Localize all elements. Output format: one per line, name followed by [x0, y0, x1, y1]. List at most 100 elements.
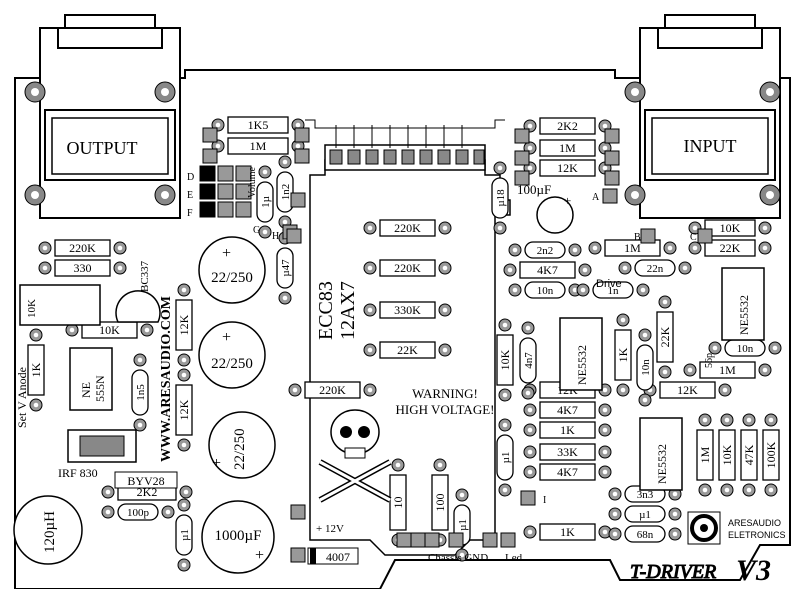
d4007-label: 4007	[326, 550, 350, 564]
pad-5	[604, 128, 620, 144]
aresaudio-logo: ARESAUDIO ELETRONICS	[687, 511, 786, 545]
output-jack: OUTPUT	[24, 14, 181, 219]
r-220k-left-label: 220K	[69, 241, 96, 255]
r-12k-a-label: 12K	[177, 314, 191, 335]
c-1u-top: 1µ	[256, 165, 274, 239]
pad-6	[514, 150, 530, 166]
r-330k-label: 330K	[394, 303, 421, 317]
c-68n: 68n	[608, 525, 682, 543]
volume-pad-1-1	[217, 183, 234, 200]
skull-crossbones-icon	[318, 409, 392, 503]
drive-label: Drive	[596, 278, 622, 290]
c-1n5-label: 1n5	[135, 384, 147, 401]
r-4k7-rb: 4K7	[503, 261, 592, 279]
c-2n2-label: 2n2	[537, 245, 554, 257]
pad-22	[520, 490, 536, 506]
tube-name: ECC83	[315, 281, 337, 340]
r-1m-rc: 1M	[683, 361, 772, 379]
svg-text:+: +	[212, 455, 221, 472]
r-12k-a: 12K	[175, 283, 193, 367]
cap-56p-label: 56p	[704, 353, 715, 368]
r-1k-bottom: 1K	[523, 523, 612, 541]
c-u1-c-label: µ1	[179, 529, 191, 541]
r-220k-t2-label: 220K	[394, 261, 421, 275]
pad-d-label: D	[187, 172, 194, 183]
svg-text:+: +	[222, 245, 231, 262]
r-330-left-label: 330	[74, 261, 92, 275]
board-title: T-DRIVER	[630, 561, 716, 583]
r-22k-v-label: 22K	[658, 326, 672, 347]
pad-11	[602, 188, 618, 204]
r-4k7-rd-label: 4K7	[557, 465, 578, 479]
brand-line-2: ELETRONICS	[728, 530, 786, 540]
r-1k-left: 1K	[27, 328, 45, 412]
r-10k-mid: 10K	[65, 321, 154, 339]
cap-22-250-3: 22/250	[232, 428, 248, 470]
r-1k-rc: 1K	[523, 421, 612, 439]
volume-pad-2-0	[199, 201, 216, 218]
volume-pad-0-2	[235, 165, 252, 182]
c-22n-label: 22n	[647, 263, 664, 275]
c-u1-d-label: µ1	[639, 509, 651, 521]
r-33k: 33K	[523, 443, 612, 461]
pad-f-label: F	[187, 208, 193, 219]
ic-ne5532-a: NE5532	[559, 317, 603, 391]
cap-1000uf: 1000µF	[215, 528, 262, 544]
set-v-anode-label: Set V Anode	[15, 367, 29, 428]
r-1k5: 1K5	[211, 116, 305, 134]
ne5532-a-label: NE5532	[575, 345, 589, 385]
brand-line-1: ARESAUDIO	[728, 518, 781, 528]
r-100-v-label: 100	[433, 494, 447, 512]
c-1n2-label: 1n2	[280, 184, 292, 201]
c-100p: 100p	[101, 503, 175, 521]
c-1n: 1n	[576, 281, 650, 299]
r-1m-rd: 1M	[696, 413, 714, 497]
pad-13	[697, 228, 713, 244]
r-22k-label: 22K	[397, 343, 418, 357]
r-1k-v-label: 1K	[616, 347, 630, 362]
pad-h-label: H	[272, 231, 279, 242]
pad-i-label: I	[543, 495, 546, 506]
r-1k-rc-label: 1K	[560, 423, 575, 437]
pad-15	[290, 547, 306, 563]
r-220k-t3-label: 220K	[319, 383, 346, 397]
byv28-label: BYV28	[127, 474, 164, 488]
volume-pad-2-1	[217, 201, 234, 218]
c-u18-label: µ18	[495, 189, 507, 207]
volume-pad-1-0	[199, 183, 216, 200]
c-u1-d: µ1	[608, 505, 682, 523]
c-u1-b-label: µ1	[457, 519, 469, 531]
volume-pad-0-1	[217, 165, 234, 182]
r-10k-rd-label: 10K	[720, 444, 734, 465]
r-10k-rd: 10K	[718, 413, 736, 497]
pad-e-label: E	[187, 190, 193, 201]
c-2n2: 2n2	[508, 241, 582, 259]
ic-ne555n: NE 555N	[69, 347, 113, 411]
ic-ne5532-b: NE5532	[721, 267, 765, 341]
resistor-group: 1K51M220K33010K1K12K12K220K220K330K22K22…	[27, 116, 782, 572]
pad-g-label: G	[253, 225, 260, 236]
cap-22-250-1: 22/250	[211, 270, 253, 286]
r-10k-mid-label: 10K	[99, 323, 120, 337]
pad-4	[514, 128, 530, 144]
pad-1	[294, 127, 310, 143]
pad-b-label: B	[634, 232, 641, 243]
pad-3	[294, 148, 310, 164]
pad-c-label: C	[690, 232, 697, 243]
c-4n7-label: 4n7	[523, 352, 535, 369]
pad-16	[396, 532, 412, 548]
c-3n3-label: 3n3	[637, 489, 654, 501]
r-220k-t3: 220K	[288, 381, 377, 399]
r-10k-v-label: 10K	[498, 349, 512, 370]
r-1m-rb: 1M	[588, 239, 677, 257]
c-1n-label: 1n	[608, 285, 620, 297]
volume-pad-1-2	[235, 183, 252, 200]
r-1k-left-label: 1K	[29, 362, 43, 377]
c-10n-a-label: 10n	[537, 285, 554, 297]
diode-4007: 4007	[307, 547, 359, 565]
board-version: V3	[736, 554, 771, 587]
bc337-label: BC337	[139, 260, 151, 292]
pad-0	[202, 127, 218, 143]
ne5532-c-label: NE5532	[655, 444, 669, 484]
c-u18: µ18	[491, 161, 509, 235]
